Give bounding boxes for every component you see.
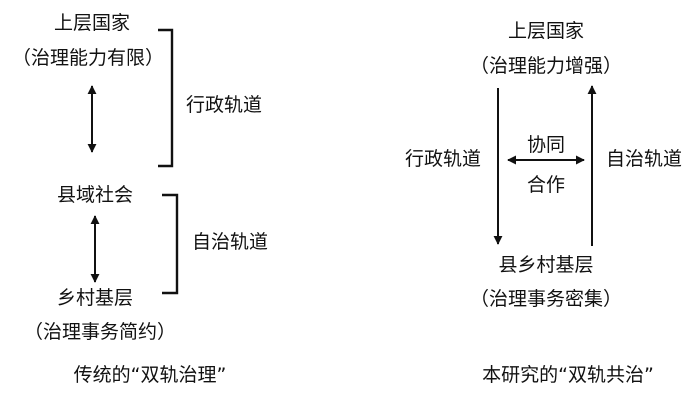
right-coop-label-bottom: 合作 bbox=[526, 174, 566, 196]
left-caption: 传统的“双轨治理” bbox=[73, 364, 227, 386]
left-county-society-label: 县域社会 bbox=[56, 184, 134, 206]
right-admin-track-label: 行政轨道 bbox=[405, 148, 482, 170]
right-self-track-label: 自治轨道 bbox=[606, 148, 683, 170]
right-upper-state-subtitle: （治理能力增强） bbox=[469, 55, 623, 77]
right-coop-label-top: 协同 bbox=[526, 134, 566, 156]
left-upper-state-title: 上层国家 bbox=[53, 12, 131, 34]
right-caption: 本研究的“双轨共治” bbox=[482, 364, 654, 386]
left-admin-track-bracket bbox=[158, 28, 174, 168]
right-village-label: 县乡村基层 bbox=[498, 254, 594, 276]
left-upper-state-subtitle: （治理能力有限） bbox=[11, 47, 165, 69]
right-village-subtitle: （治理事务密集） bbox=[469, 288, 623, 310]
left-village-label: 乡村基层 bbox=[56, 287, 134, 309]
right-upper-state-title: 上层国家 bbox=[507, 20, 585, 42]
left-village-subtitle: （治理事务简约） bbox=[23, 321, 177, 343]
left-admin-track-label: 行政轨道 bbox=[186, 94, 263, 116]
left-self-track-label: 自治轨道 bbox=[192, 231, 269, 253]
left-self-track-bracket bbox=[162, 193, 179, 295]
